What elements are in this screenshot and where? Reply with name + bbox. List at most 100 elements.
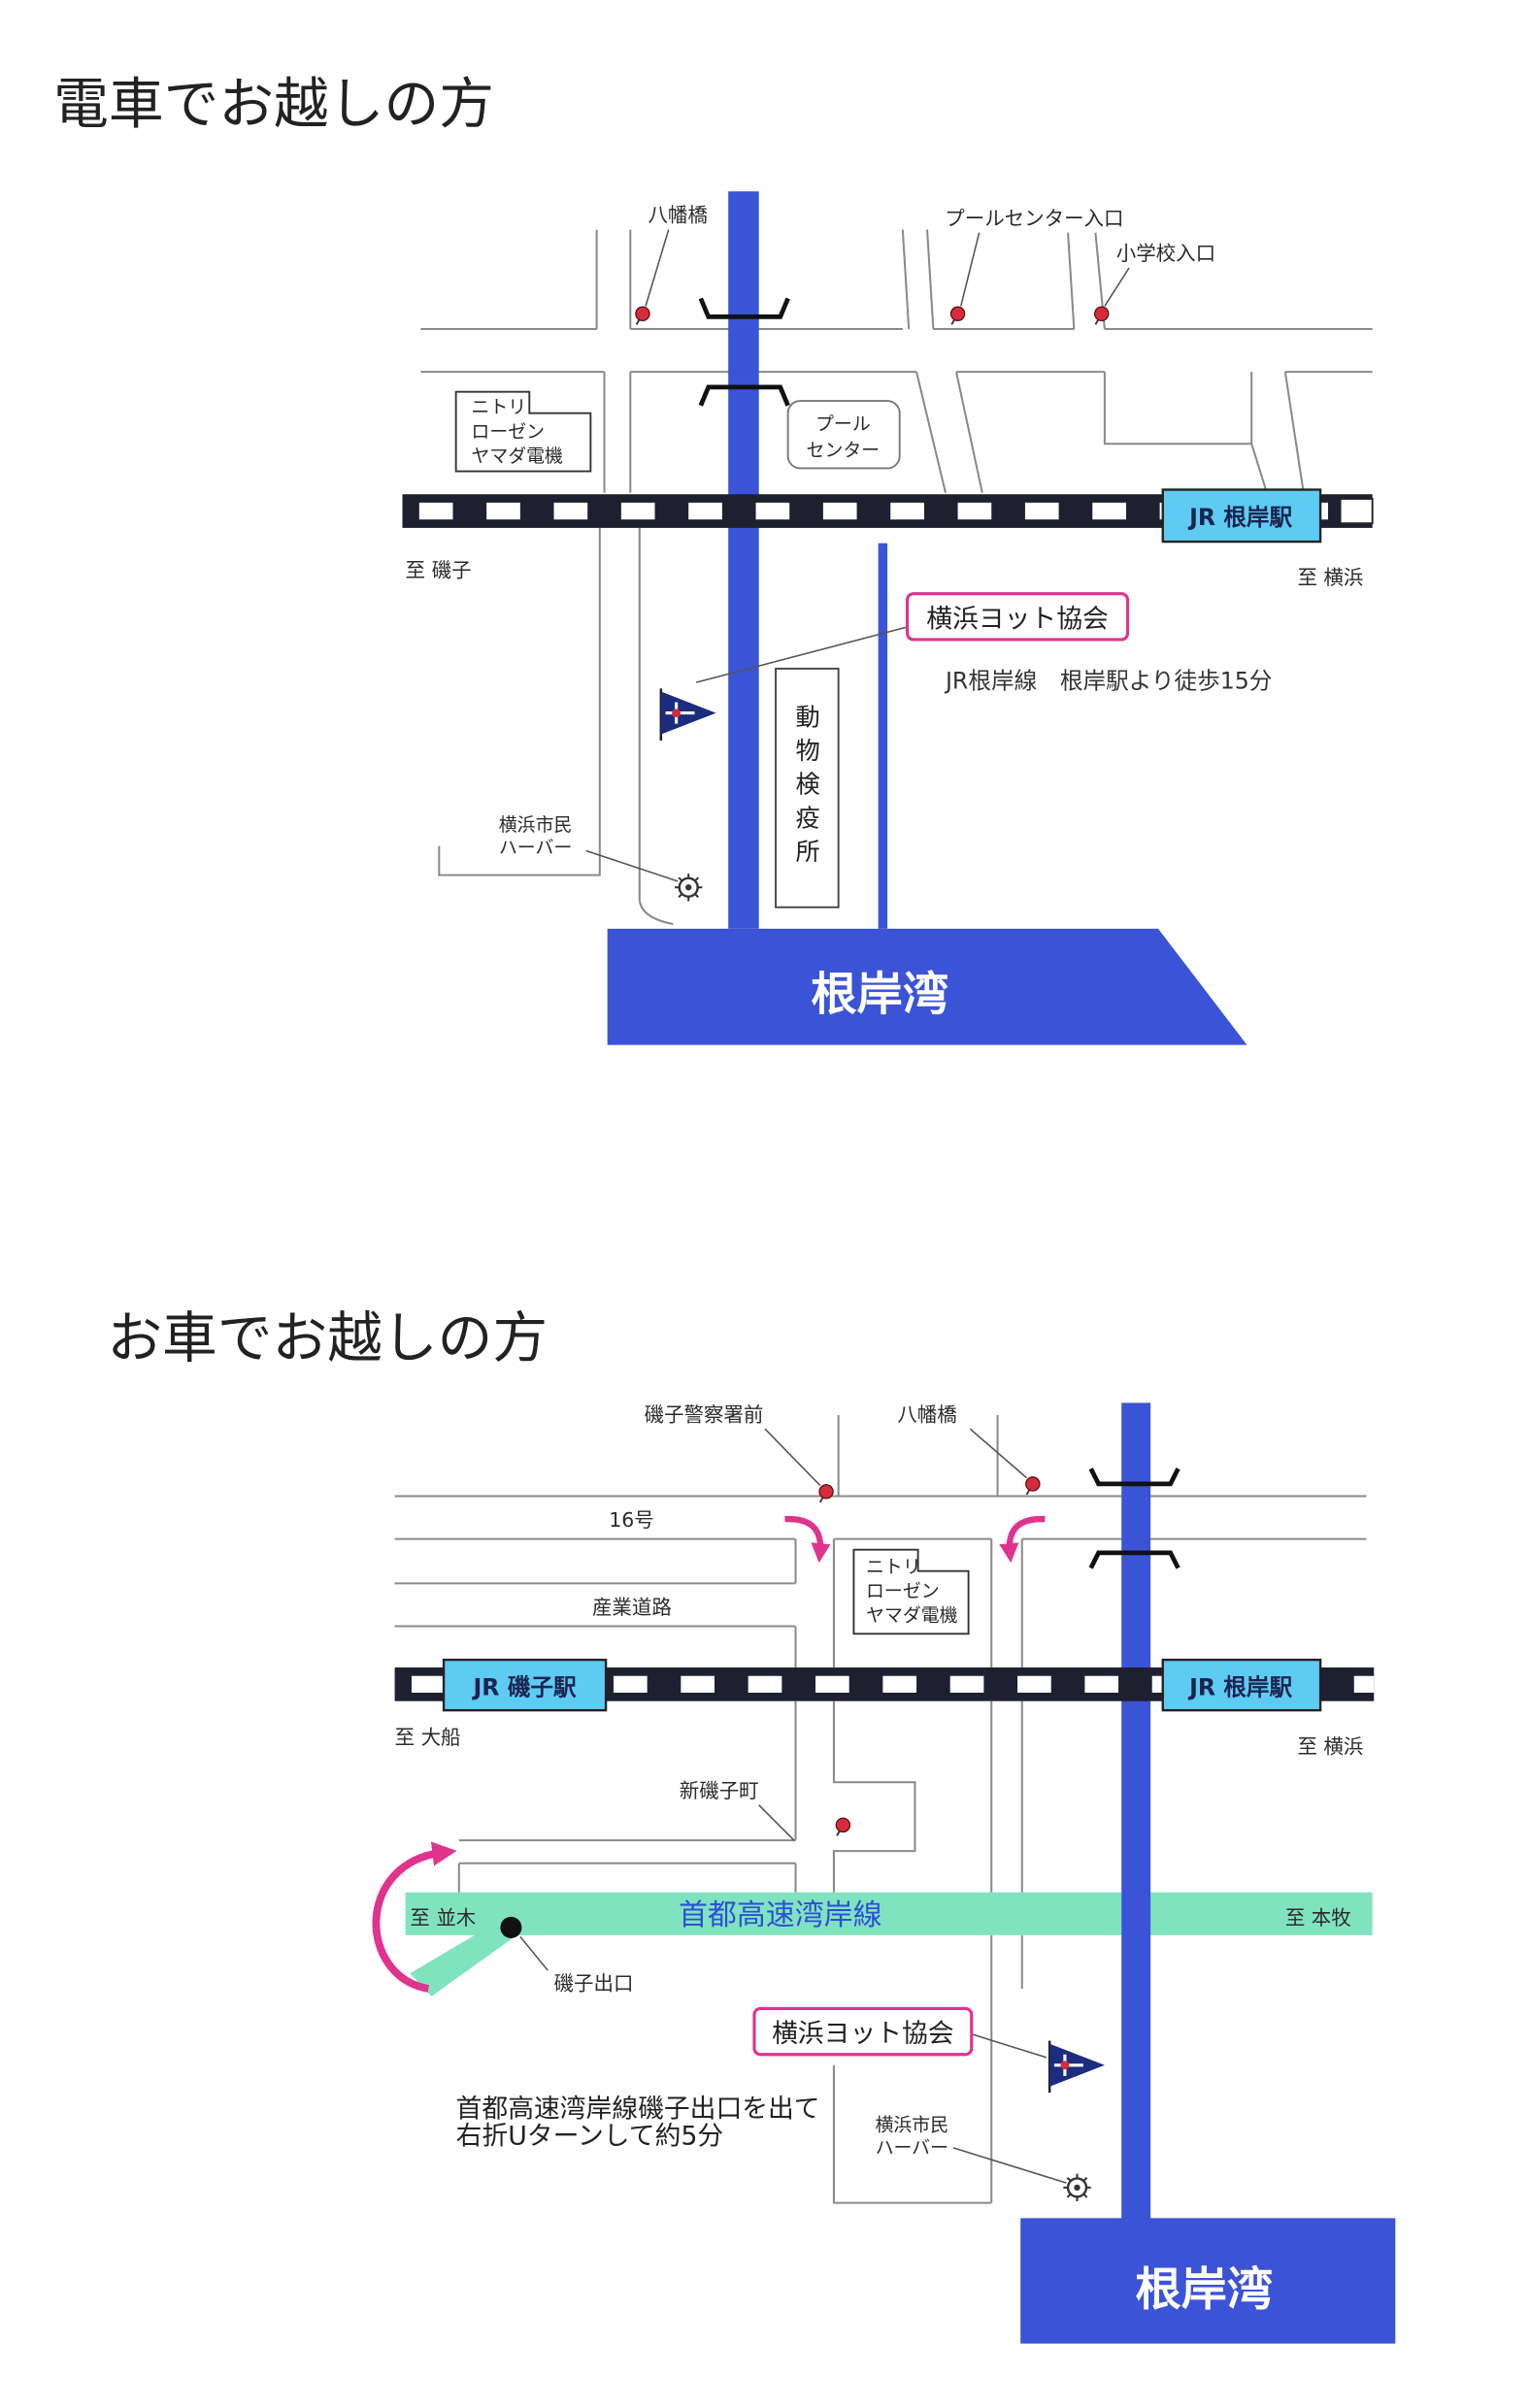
leader-line — [519, 1935, 549, 1971]
train-access-title: 電車でお越しの方 — [53, 72, 494, 136]
station-box — [1161, 1658, 1322, 1712]
bay-area — [607, 928, 1247, 1045]
canal — [878, 543, 888, 929]
expressway-label: 首都高速湾岸線 — [679, 1898, 882, 1932]
leader-line — [645, 229, 670, 307]
station-label: JR 磯子駅 — [472, 1673, 577, 1700]
quarantine-station: 動物検疫所 — [775, 667, 840, 908]
isogo-exit-label: 磯子出口 — [554, 1972, 634, 1996]
river — [1121, 1402, 1151, 2222]
yacht-association-label: 横浜ヨット協会 — [926, 604, 1108, 634]
curved-arrow-icon — [784, 1516, 831, 1564]
store-name: ニトリ — [866, 1556, 921, 1577]
stop-label-school-entrance: 小学校入口 — [1116, 242, 1215, 265]
bridge-north — [698, 297, 790, 319]
yacht-association-box — [752, 2006, 974, 2057]
store-name: ローゼン — [471, 421, 545, 443]
station-label: JR 根岸駅 — [1187, 1673, 1292, 1700]
sangyo-road-label: 産業道路 — [592, 1596, 672, 1619]
train-access-section: 電車でお越しの方 根岸湾 JR 根岸駅 至 磯子 — [53, 72, 1374, 1045]
driving-directions-line: 右折Uターンして約5分 — [456, 2122, 724, 2152]
harbor-label: 横浜市民 — [875, 2115, 948, 2136]
map-pin-icon — [835, 1817, 851, 1836]
shin-isogo-label: 新磯子町 — [680, 1779, 759, 1802]
store-name: ローゼン — [866, 1581, 940, 1602]
store-block: ニトリ ローゼン ヤマダ電機 — [454, 390, 592, 473]
car-access-title: お車でお越しの方 — [107, 1306, 548, 1370]
yacht-association-callout: 横浜ヨット協会 — [695, 592, 1130, 683]
pool-center-label: センター — [807, 440, 881, 461]
map-pin-icon — [1093, 306, 1110, 325]
harbor-label: 横浜市民 — [499, 814, 573, 836]
leader-line — [959, 232, 981, 307]
store-block-outline — [852, 1548, 970, 1635]
leader-line — [952, 2147, 1067, 2184]
store-block: ニトリ ローゼン ヤマダ電機 — [852, 1548, 970, 1635]
direction-honmoku: 至 本牧 — [1285, 1906, 1351, 1930]
direction-ofuna: 至 大船 — [395, 1726, 461, 1749]
stop-label-pool-center-entrance: プールセンター入口 — [945, 207, 1123, 230]
direction-yokohama: 至 横浜 — [1297, 1734, 1363, 1758]
walk-note: JR根岸線 根岸駅より徒歩15分 — [944, 667, 1272, 694]
stop-label-hachimanbashi: 八幡橋 — [648, 204, 707, 227]
ship-wheel-icon — [675, 874, 703, 902]
road-outlines — [394, 1414, 1367, 2204]
pool-center: プール センター — [786, 400, 901, 470]
quarantine-station-label: 動物検疫所 — [792, 704, 820, 872]
station-negishi: JR 根岸駅 — [1161, 488, 1322, 544]
railway-end — [1339, 498, 1374, 525]
station-box — [442, 1658, 608, 1712]
curved-arrow-icon — [999, 1516, 1046, 1564]
direction-isogo: 至 磯子 — [406, 558, 472, 581]
store-name: ヤマダ電機 — [866, 1605, 958, 1627]
bridge-south — [1088, 1550, 1181, 1569]
direction-yokohama: 至 横浜 — [1297, 566, 1363, 589]
ship-wheel-icon — [1063, 2173, 1091, 2202]
station-box — [1161, 488, 1322, 544]
road-outlines — [420, 229, 1373, 926]
map-pin-icon — [818, 1484, 834, 1503]
car-access-map: 首都高速湾岸線 至 並木 至 本牧 根岸湾 磯子警察署前 八幡橋 — [372, 1402, 1396, 2344]
station-label: JR 根岸駅 — [1187, 504, 1292, 531]
leader-line — [758, 1804, 795, 1841]
train-access-map: 根岸湾 JR 根岸駅 至 磯子 至 横浜 八幡橋 プールセンター入口 — [402, 191, 1374, 1045]
flag-icon — [1048, 2040, 1105, 2094]
yacht-association-label: 横浜ヨット協会 — [772, 2019, 953, 2049]
pool-center-label: プール — [815, 413, 871, 435]
store-name: ニトリ — [471, 397, 526, 418]
direction-namiki: 至 並木 — [410, 1906, 476, 1930]
stop-label-hachimanbashi: 八幡橋 — [897, 1402, 956, 1426]
store-name: ヤマダ電機 — [471, 445, 563, 467]
leader-line — [764, 1428, 821, 1487]
yacht-association-box — [905, 592, 1130, 642]
harbor-label: ハーバー — [876, 2137, 948, 2159]
map-pin-icon — [1025, 1476, 1041, 1496]
leader-line — [973, 2033, 1048, 2059]
u-turn-arrow-icon — [372, 1841, 457, 1993]
route-16-label: 16号 — [609, 1508, 654, 1532]
expressway-ramp — [410, 1924, 523, 1996]
bay-area — [1020, 2218, 1396, 2344]
leader-line — [585, 849, 679, 882]
leader-line — [969, 1428, 1028, 1479]
station-negishi: JR 根岸駅 — [1161, 1658, 1322, 1712]
pool-center-outline — [786, 400, 901, 470]
flag-icon — [659, 688, 716, 741]
station-isogo: JR 磯子駅 — [442, 1658, 608, 1712]
store-block-outline — [454, 390, 592, 473]
harbor-label: ハーバー — [499, 838, 572, 859]
map-pin-icon — [949, 306, 966, 325]
bay-label: 根岸湾 — [1135, 2263, 1273, 2317]
yacht-association-callout: 横浜ヨット協会 — [752, 2006, 1048, 2059]
expressway-band — [405, 1892, 1373, 1935]
quarantine-station-box — [775, 667, 840, 908]
stop-label-isogo-police: 磯子警察署前 — [645, 1402, 764, 1426]
driving-directions-line: 首都高速湾岸線磯子出口を出て — [456, 2094, 820, 2124]
map-pin-icon — [635, 306, 650, 325]
leader-line — [695, 626, 907, 683]
bridge-north — [1088, 1468, 1181, 1487]
car-access-section: お車でお越しの方 首都高速湾岸線 至 並木 至 本牧 根岸湾 磯子警察署前 — [107, 1306, 1396, 2344]
bay-label: 根岸湾 — [811, 968, 948, 1021]
leader-line — [1104, 267, 1130, 307]
